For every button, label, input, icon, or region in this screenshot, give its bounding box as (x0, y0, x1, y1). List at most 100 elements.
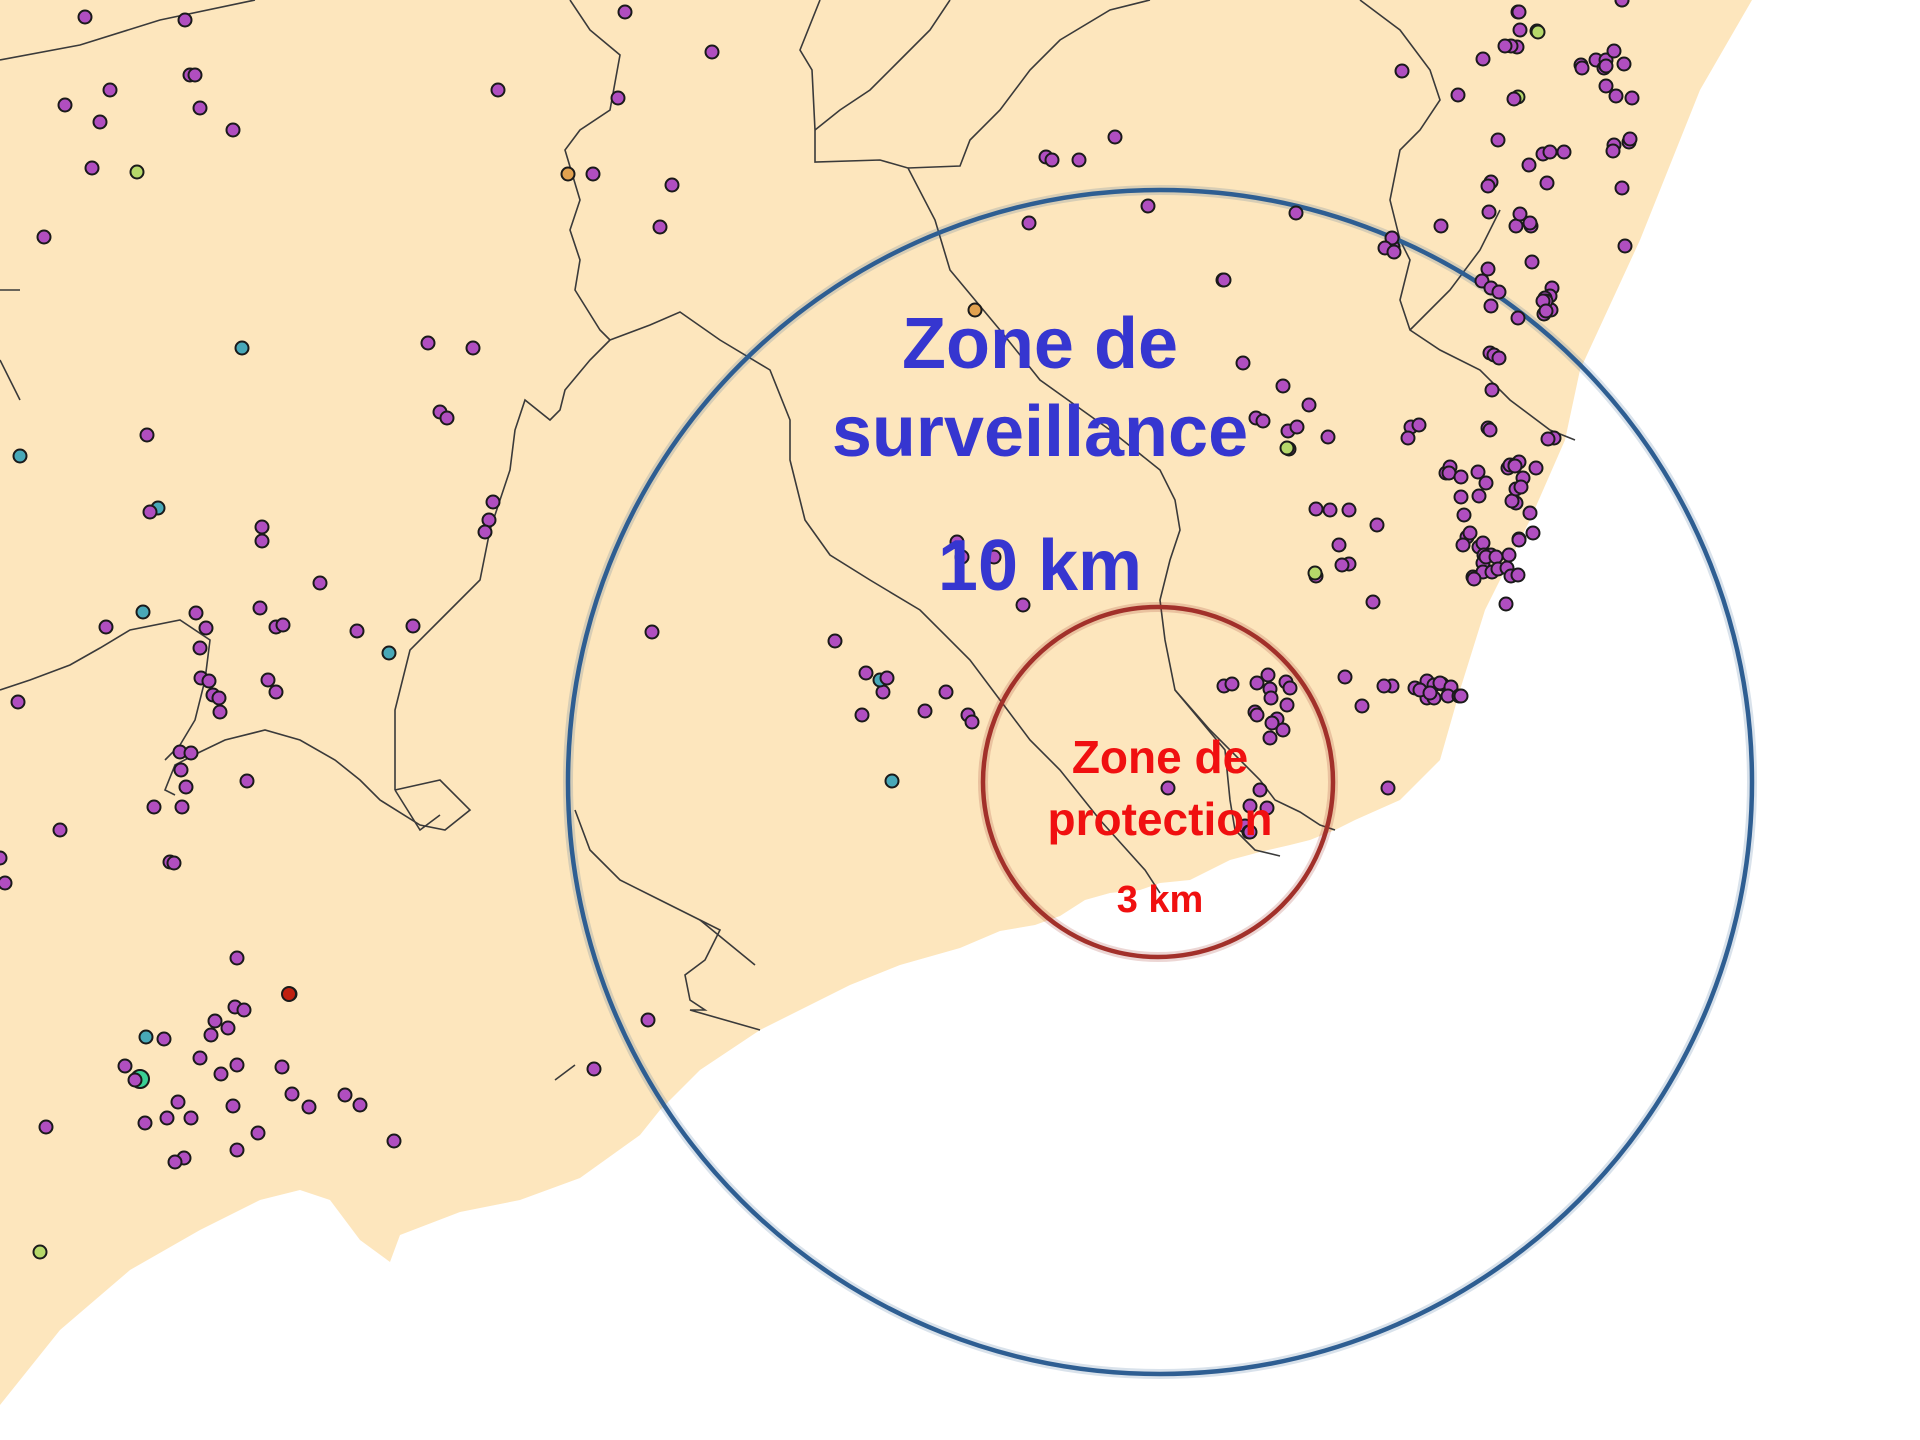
site-marker-icon (1455, 537, 1471, 553)
site-marker-icon (281, 986, 297, 1002)
site-marker-icon (465, 340, 481, 356)
site-marker-icon (1616, 56, 1632, 72)
site-marker-icon (1369, 517, 1385, 533)
site-marker-icon (1522, 505, 1538, 521)
site-marker-icon (1386, 244, 1402, 260)
site-marker-icon (1481, 204, 1497, 220)
site-marker-icon (964, 714, 980, 730)
site-marker-icon (0, 875, 13, 891)
site-marker-icon (268, 684, 284, 700)
site-marker-icon (1511, 4, 1527, 20)
site-marker-icon (827, 633, 843, 649)
site-marker-icon (954, 549, 970, 565)
site-marker-icon (275, 617, 291, 633)
site-marker-icon (159, 1110, 175, 1126)
site-marker-icon (0, 850, 8, 866)
site-marker-icon (1513, 479, 1529, 495)
site-marker-icon (1510, 567, 1526, 583)
site-marker-icon (1307, 565, 1323, 581)
site-marker-icon (1453, 469, 1469, 485)
site-marker-icon (1598, 58, 1614, 74)
site-marker-icon (1334, 557, 1350, 573)
site-marker-icon (1491, 284, 1507, 300)
site-marker-icon (854, 707, 870, 723)
site-marker-icon (252, 600, 268, 616)
sites-layer (0, 0, 1640, 1260)
site-marker-icon (92, 114, 108, 130)
district-borders (0, 0, 1576, 1081)
site-marker-icon (10, 694, 26, 710)
site-marker-icon (198, 620, 214, 636)
site-marker-icon (225, 1098, 241, 1114)
site-marker-icon (1624, 90, 1640, 106)
site-marker-icon (1140, 198, 1156, 214)
site-marker-icon (1480, 261, 1496, 277)
surveillance-zone-label-line1: Zone de (901, 304, 1178, 384)
site-marker-icon (174, 799, 190, 815)
site-marker-icon (1522, 215, 1538, 231)
site-marker-icon (337, 1087, 353, 1103)
site-marker-icon (1475, 51, 1491, 67)
site-marker-icon (1279, 440, 1295, 456)
site-marker-icon (949, 534, 965, 550)
site-marker-icon (1021, 215, 1037, 231)
site-marker-icon (229, 950, 245, 966)
site-marker-icon (1605, 143, 1621, 159)
site-marker-icon (1015, 597, 1031, 613)
site-marker-icon (1484, 382, 1500, 398)
site-marker-icon (156, 1031, 172, 1047)
site-marker-icon (1530, 24, 1546, 40)
site-marker-icon (1475, 535, 1491, 551)
land-area (0, 0, 1752, 1405)
site-marker-icon (1617, 238, 1633, 254)
site-marker-icon (1614, 0, 1630, 8)
site-marker-icon (1279, 697, 1295, 713)
site-marker-icon (1365, 594, 1381, 610)
site-marker-icon (1574, 60, 1590, 76)
site-marker-icon (884, 773, 900, 789)
site-marker-icon (211, 690, 227, 706)
site-marker-icon (177, 12, 193, 28)
site-marker-icon (1510, 310, 1526, 326)
site-marker-icon (917, 703, 933, 719)
protection-zone-label: Zone de protection (1000, 726, 1320, 850)
site-marker-icon (166, 855, 182, 871)
site-marker-icon (1242, 798, 1258, 814)
site-marker-icon (1071, 152, 1087, 168)
site-marker-icon (349, 623, 365, 639)
site-marker-icon (644, 624, 660, 640)
site-marker-icon (1260, 667, 1276, 683)
site-marker-icon (1216, 272, 1232, 288)
site-marker-icon (652, 219, 668, 235)
site-marker-icon (139, 427, 155, 443)
site-marker-icon (664, 177, 680, 193)
site-marker-icon (967, 302, 983, 318)
site-marker-icon (1606, 43, 1622, 59)
site-marker-icon (1320, 429, 1336, 445)
site-marker-icon (192, 100, 208, 116)
site-marker-icon (1466, 571, 1482, 587)
site-marker-icon (183, 1110, 199, 1126)
protection-zone-ring (980, 604, 1336, 960)
site-marker-icon (192, 1050, 208, 1066)
site-marker-icon (938, 684, 954, 700)
site-marker-icon (98, 619, 114, 635)
site-marker-icon (1400, 430, 1416, 446)
site-marker-icon (485, 494, 501, 510)
protection-zone (978, 602, 1338, 962)
surveillance-zone (563, 185, 1757, 1379)
site-marker-icon (1491, 350, 1507, 366)
site-marker-icon (36, 229, 52, 245)
site-marker-icon (1462, 525, 1478, 541)
site-marker-icon (1506, 91, 1522, 107)
site-marker-icon (201, 673, 217, 689)
site-marker-icon (142, 504, 158, 520)
site-marker-icon (1255, 413, 1271, 429)
site-marker-icon (32, 1244, 48, 1260)
site-marker-icon (137, 1115, 153, 1131)
site-marker-icon (1622, 131, 1638, 147)
site-marker-icon (192, 640, 208, 656)
site-marker-icon (1498, 596, 1514, 612)
site-marker-icon (1540, 431, 1556, 447)
site-marker-icon (381, 645, 397, 661)
